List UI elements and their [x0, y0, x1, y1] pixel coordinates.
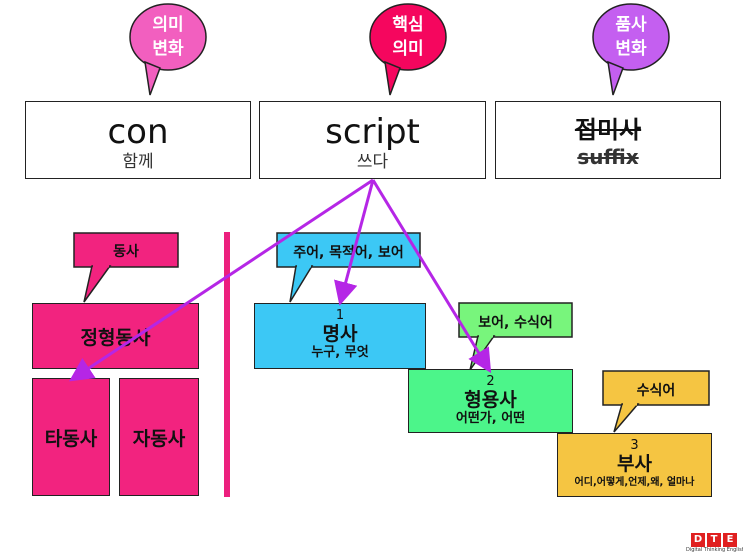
bubble-line-1: 품사: [615, 15, 647, 35]
word-part-suffix: 접미사 suffix: [495, 101, 721, 179]
callout-adverb-roles: [602, 370, 710, 433]
adverb-examples: 어디,어떻게,언제,왜, 얼마나: [574, 477, 695, 488]
bubble-line-1: 의미: [152, 15, 184, 35]
adjective-number: 2: [486, 374, 495, 389]
adverb-box: 3 부사 어디,어떻게,언제,왜, 얼마나: [557, 433, 712, 497]
callout-noun-roles-text: 주어, 목적어, 보어: [293, 245, 404, 261]
bubble-meaning-change: [129, 3, 207, 96]
bubble-line-2: 의미: [392, 39, 424, 59]
adjective-examples: 어떤가, 어떤: [455, 411, 526, 426]
logo-letter-e: E: [723, 533, 737, 547]
noun-number: 1: [335, 308, 345, 323]
logo-letter-d: D: [691, 533, 705, 547]
intransitive-verb-box: 자동사: [119, 378, 199, 496]
callout-verb-text: 동사: [113, 244, 139, 260]
noun-box: 1 명사 누구, 무엇: [254, 303, 426, 369]
bubble-core-meaning: [369, 3, 447, 96]
adjective-label: 형용사: [464, 389, 517, 411]
bubble-core-meaning-text: 핵심 의미: [370, 13, 446, 61]
dte-logo: D T E Digital Thinking English: [686, 527, 743, 554]
bubble-meaning-change-text: 의미 변화: [130, 13, 206, 61]
logo-caption: Digital Thinking English: [686, 547, 743, 553]
prefix-meaning: 함께: [122, 152, 154, 172]
transitive-verb-box: 타동사: [32, 378, 110, 496]
root-text: script: [325, 112, 420, 152]
word-part-prefix: con 함께: [25, 101, 251, 179]
bubble-line-1: 핵심: [392, 15, 424, 35]
bubble-line-2: 변화: [615, 39, 647, 59]
bubble-pos-change: [592, 3, 670, 96]
noun-label: 명사: [322, 323, 358, 345]
bubble-pos-change-text: 품사 변화: [593, 13, 669, 61]
callout-adjective-roles-text: 보어, 수식어: [478, 315, 553, 331]
adjective-box: 2 형용사 어떤가, 어떤: [408, 369, 573, 433]
logo-mark: D T E: [691, 533, 737, 547]
adverb-label: 부사: [617, 453, 652, 475]
bubble-line-2: 변화: [152, 39, 184, 59]
root-meaning: 쓰다: [356, 152, 389, 172]
noun-examples: 누구, 무엇: [311, 345, 369, 360]
adverb-number: 3: [630, 438, 639, 453]
suffix-korean: 접미사: [574, 116, 642, 144]
verb-type-box: 정형동사: [32, 303, 199, 369]
suffix-english: suffix: [577, 145, 639, 169]
word-part-root: script 쓰다: [259, 101, 486, 179]
logo-letter-t: T: [707, 533, 721, 547]
prefix-text: con: [107, 112, 169, 152]
callout-adverb-roles-text: 수식어: [636, 383, 676, 399]
